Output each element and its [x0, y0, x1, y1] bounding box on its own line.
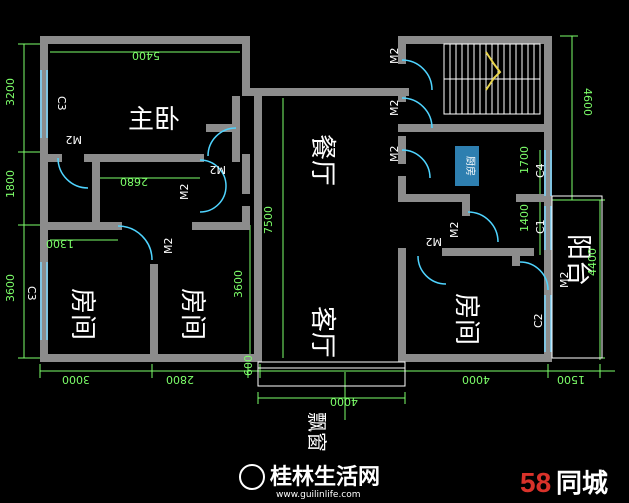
balcony-frame: [551, 195, 603, 359]
window-label-c1: C1: [534, 219, 547, 234]
door-label-m2-corridor2: M2: [178, 184, 191, 201]
dim-4600: 4600: [581, 88, 594, 116]
guilinlife-logo-icon: [239, 464, 265, 490]
room-label-balcony: 阳台: [563, 234, 593, 286]
dim-2680: 2680: [120, 175, 148, 188]
watermark-site-url: www.guilinlife.com: [276, 490, 361, 500]
watermark-58: 58 同城: [520, 467, 608, 499]
dim-3000: 3000: [62, 373, 90, 386]
dim-4400: 4400: [586, 248, 599, 276]
dim-4000-bottom: 4000: [462, 373, 490, 386]
room-label-bedroom-b: 房间: [177, 288, 207, 340]
door-label-m2-corridor: M2: [210, 163, 227, 176]
room-label-dining: 餐厅: [307, 134, 337, 186]
room-label-living: 客厅: [307, 306, 337, 358]
dim-3200: 3200: [4, 78, 17, 106]
brand-name: 同城: [556, 469, 608, 499]
door-label-m2-right6: M2: [558, 272, 571, 289]
window-label-c2: C2: [532, 313, 545, 328]
room-label-bedroom-a: 房间: [67, 288, 97, 340]
dim-4000-window: 4000: [330, 395, 358, 408]
door-label-m2-right5: M2: [426, 235, 443, 248]
dim-2800: 2800: [166, 373, 194, 386]
dim-1700: 1700: [518, 146, 531, 174]
window-label-c3-top: C3: [55, 96, 68, 111]
dim-1400: 1400: [518, 204, 531, 232]
dim-3600-left: 3600: [4, 274, 17, 302]
window-label-c4: C4: [534, 163, 547, 178]
kitchen-tag: [455, 146, 479, 186]
door-label-m2-bedroom: M2: [162, 238, 175, 255]
dim-1500: 1500: [557, 373, 585, 386]
watermark-guilinlife: 桂林生活网 www.guilinlife.com: [239, 464, 380, 500]
door-label-m2-master: M2: [66, 133, 83, 146]
door-label-m2-right2: M2: [388, 100, 401, 117]
walls: [40, 36, 552, 362]
window-label-c3-bottom: C3: [25, 286, 38, 301]
room-label-master-bedroom: 主卧: [128, 105, 180, 135]
watermark-site-name: 桂林生活网: [270, 464, 380, 490]
dim-3600-mid: 3600: [232, 270, 245, 298]
windows: [40, 70, 552, 352]
staircase: [443, 43, 541, 115]
bay-window-frame: [257, 361, 406, 387]
brand-number: 58: [520, 467, 551, 498]
room-label-bedroom-c: 房间: [451, 293, 481, 345]
dim-600: 600: [242, 355, 255, 376]
dim-7500: 7500: [262, 206, 275, 234]
dim-1300: 1300: [46, 237, 74, 250]
door-swings: [57, 59, 549, 291]
dim-1800: 1800: [4, 170, 17, 198]
room-label-bay-window: 飘窗: [305, 412, 329, 452]
door-label-m2-right4: M2: [448, 222, 461, 239]
door-label-m2-right3: M2: [388, 146, 401, 163]
dimension-lines: [18, 35, 615, 420]
room-label-kitchen: 厨房: [464, 156, 477, 176]
door-label-m2-right1: M2: [388, 48, 401, 65]
dim-5400: 5400: [132, 49, 160, 62]
